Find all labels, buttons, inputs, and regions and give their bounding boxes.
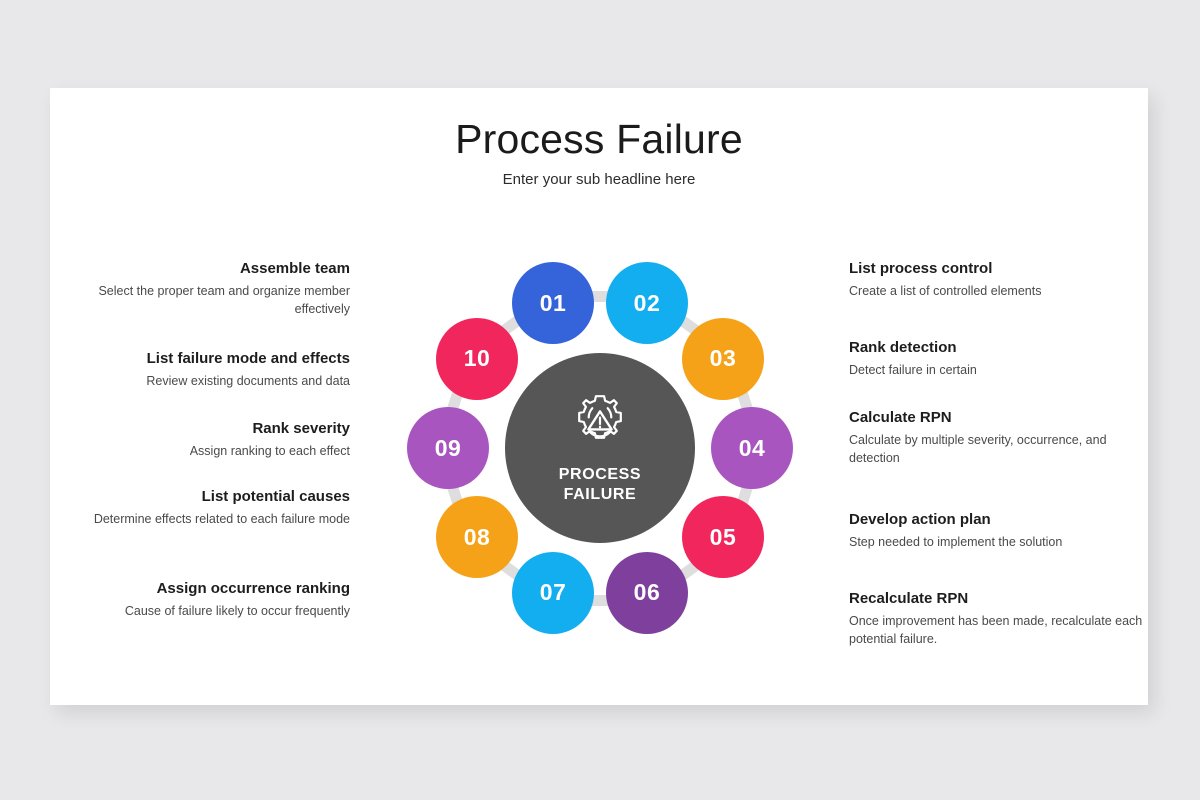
gear-warning-icon [568, 392, 632, 456]
step-label-title: Rank severity [252, 420, 350, 437]
process-node-number: 05 [709, 523, 737, 550]
hub-label: PROCESS FAILURE [559, 465, 641, 504]
step-label-desc: Once improvement has been made, recalcul… [849, 614, 1143, 647]
step-label-desc: Assign ranking to each effect [189, 444, 350, 458]
process-node-06[interactable]: 06 [605, 551, 688, 634]
step-label-title: Develop action plan [849, 511, 991, 528]
step-label-desc: Step needed to implement the solution [849, 535, 1063, 549]
process-node-number: 10 [463, 345, 491, 372]
process-node-10[interactable]: 10 [436, 317, 519, 400]
process-node-03[interactable]: 03 [681, 317, 764, 400]
step-label-right-5: Recalculate RPN Once improvement has been… [849, 590, 1149, 648]
process-node-04[interactable]: 04 [711, 407, 793, 489]
process-node-number: 02 [633, 289, 661, 316]
step-label-desc: Select the proper team and organize memb… [98, 284, 350, 317]
step-label-desc: Cause of failure likely to occur frequen… [124, 604, 350, 618]
step-label-title: List process control [849, 260, 993, 277]
step-label-title: Calculate RPN [849, 409, 952, 426]
process-node-08[interactable]: 08 [436, 496, 519, 579]
process-node-number: 01 [539, 289, 567, 316]
step-label-desc: Create a list of controlled elements [849, 284, 1042, 298]
node-connector [583, 290, 617, 302]
step-label-desc: Detect failure in certain [849, 363, 977, 377]
process-node-number: 07 [539, 579, 567, 606]
process-node-01[interactable]: 01 [512, 262, 595, 345]
center-hub: PROCESS FAILURE [505, 353, 695, 543]
hub-label-line2: FAILURE [563, 485, 637, 503]
step-label-desc: Determine effects related to each failur… [93, 512, 350, 526]
step-label-desc: Calculate by multiple severity, occurren… [849, 433, 1107, 466]
node-layer: PROCESS FAILURE 01 02 03 04 05 06 07 08 09 10 [50, 88, 1148, 705]
process-node-07[interactable]: 07 [512, 551, 595, 634]
step-label-title: Rank detection [849, 339, 957, 356]
process-node-05[interactable]: 05 [681, 496, 764, 579]
slide-card: Process Failure Enter your sub headline … [50, 88, 1148, 705]
process-node-02[interactable]: 02 [605, 262, 688, 345]
step-label-title: List failure mode and effects [146, 350, 350, 367]
process-node-09[interactable]: 09 [407, 407, 489, 489]
step-label-right-3: Calculate RPN Calculate by multiple sever… [849, 409, 1149, 467]
step-label-title: Assemble team [239, 260, 350, 277]
process-node-number: 08 [463, 523, 491, 550]
circular-process-diagram: PROCESS FAILURE 01 02 03 04 05 06 07 08 09 10 [50, 88, 1148, 705]
page-title: Process Failure [455, 116, 743, 162]
process-node-number: 03 [709, 345, 737, 372]
step-label-desc: Review existing documents and data [146, 374, 350, 388]
step-label-title: Assign occurrence ranking [156, 580, 350, 597]
page-subtitle: Enter your sub headline here [502, 171, 696, 188]
process-node-number: 09 [434, 434, 462, 461]
step-label-title: Recalculate RPN [849, 590, 969, 607]
step-label-title: List potential causes [201, 488, 350, 505]
hub-label-line1: PROCESS [558, 465, 642, 483]
process-node-number: 06 [633, 579, 661, 606]
connector-layer [50, 88, 1148, 705]
process-node-number: 04 [738, 434, 766, 461]
